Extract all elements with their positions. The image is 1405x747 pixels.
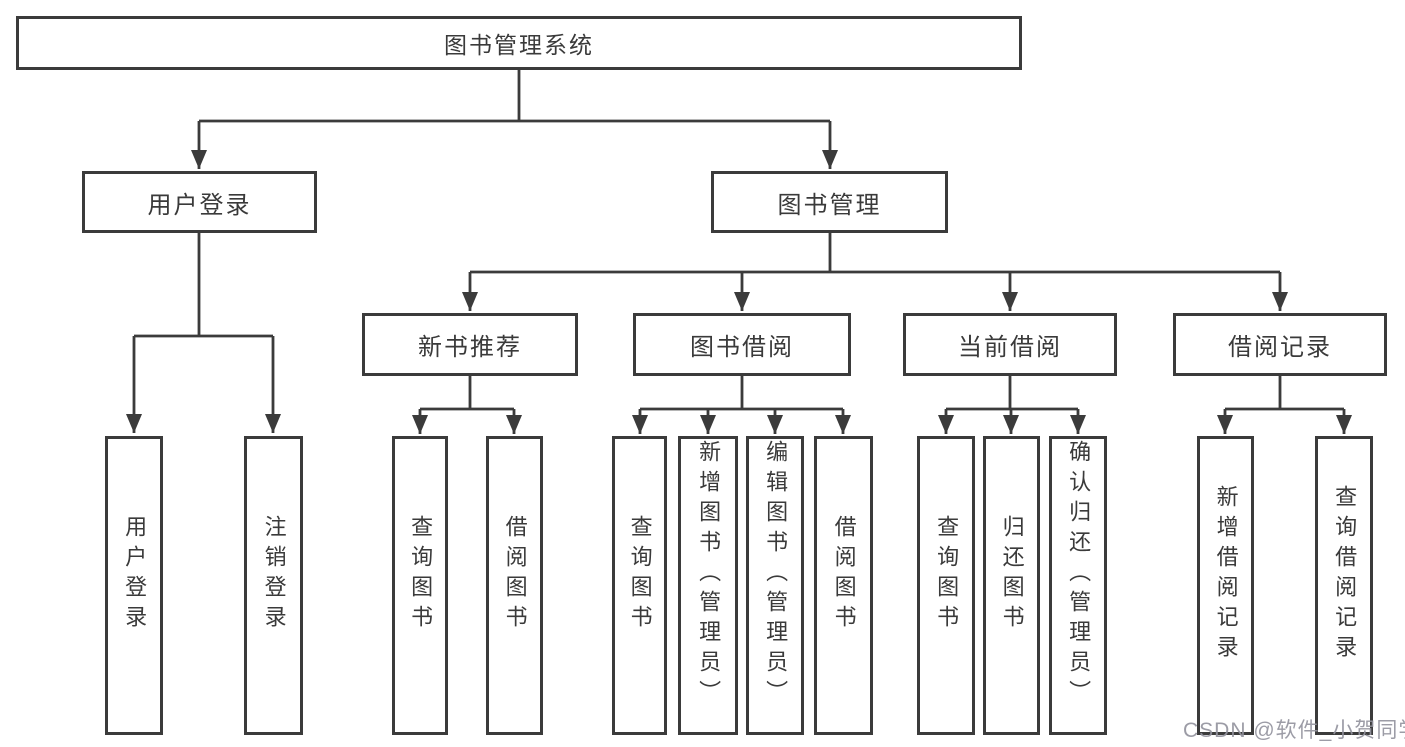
leaf-borrow-books-recommend-label: 借阅图书: [502, 514, 528, 635]
leaf-add-borrow-record: 新增借阅记录: [1197, 436, 1254, 735]
node-borrow-records: 借阅记录: [1173, 313, 1387, 376]
csdn-watermark: CSDN @软件_小贺同学: [1183, 719, 1405, 742]
leaf-borrow-books-2-label: 借阅图书: [831, 514, 857, 635]
node-new-book-recommend-label: 新书推荐: [418, 334, 522, 361]
connector-rails: [134, 70, 1344, 411]
leaf-logout-label: 注销登录: [261, 514, 287, 635]
leaf-query-books-recommend: 查询图书: [392, 436, 448, 735]
leaf-add-borrow-record-label: 新增借阅记录: [1213, 484, 1239, 665]
leaf-edit-book-admin-label: 编辑图书（管理员）: [763, 439, 789, 710]
node-user-login-label: 用户登录: [147, 191, 252, 219]
leaf-borrow-books-2: 借阅图书: [814, 436, 873, 735]
leaf-query-books-borrow: 查询图书: [612, 436, 667, 735]
node-new-book-recommend: 新书推荐: [362, 313, 578, 376]
leaf-add-book-admin: 新增图书（管理员）: [678, 436, 738, 735]
leaf-query-books-borrow-label: 查询图书: [627, 514, 653, 635]
leaf-return-book: 归还图书: [983, 436, 1040, 735]
node-root: 图书管理系统: [16, 16, 1022, 70]
node-root-label: 图书管理系统: [444, 32, 594, 58]
node-book-management-label: 图书管理: [777, 191, 882, 219]
leaf-query-books-current: 查询图书: [917, 436, 975, 735]
leaf-user-login-label: 用户登录: [122, 514, 148, 635]
leaf-logout: 注销登录: [244, 436, 303, 735]
node-book-borrow: 图书借阅: [633, 313, 851, 376]
node-current-borrow-label: 当前借阅: [958, 334, 1062, 361]
leaf-user-login: 用户登录: [105, 436, 163, 735]
leaf-confirm-return-admin-label: 确认归还（管理员）: [1066, 439, 1092, 710]
node-user-login: 用户登录: [82, 171, 317, 233]
node-current-borrow: 当前借阅: [903, 313, 1117, 376]
leaf-query-borrow-record-label: 查询借阅记录: [1332, 484, 1358, 665]
leaf-confirm-return-admin: 确认归还（管理员）: [1049, 436, 1107, 735]
leaf-return-book-label: 归还图书: [999, 514, 1025, 635]
leaf-query-borrow-record: 查询借阅记录: [1315, 436, 1373, 735]
leaf-query-books-recommend-label: 查询图书: [408, 514, 434, 635]
leaf-query-books-current-label: 查询图书: [934, 514, 960, 635]
node-book-borrow-label: 图书借阅: [690, 334, 794, 361]
leaf-add-book-admin-label: 新增图书（管理员）: [696, 439, 722, 710]
node-book-management: 图书管理: [711, 171, 948, 233]
leaf-borrow-books-recommend: 借阅图书: [486, 436, 543, 735]
leaf-edit-book-admin: 编辑图书（管理员）: [746, 436, 804, 735]
node-borrow-records-label: 借阅记录: [1228, 334, 1332, 361]
